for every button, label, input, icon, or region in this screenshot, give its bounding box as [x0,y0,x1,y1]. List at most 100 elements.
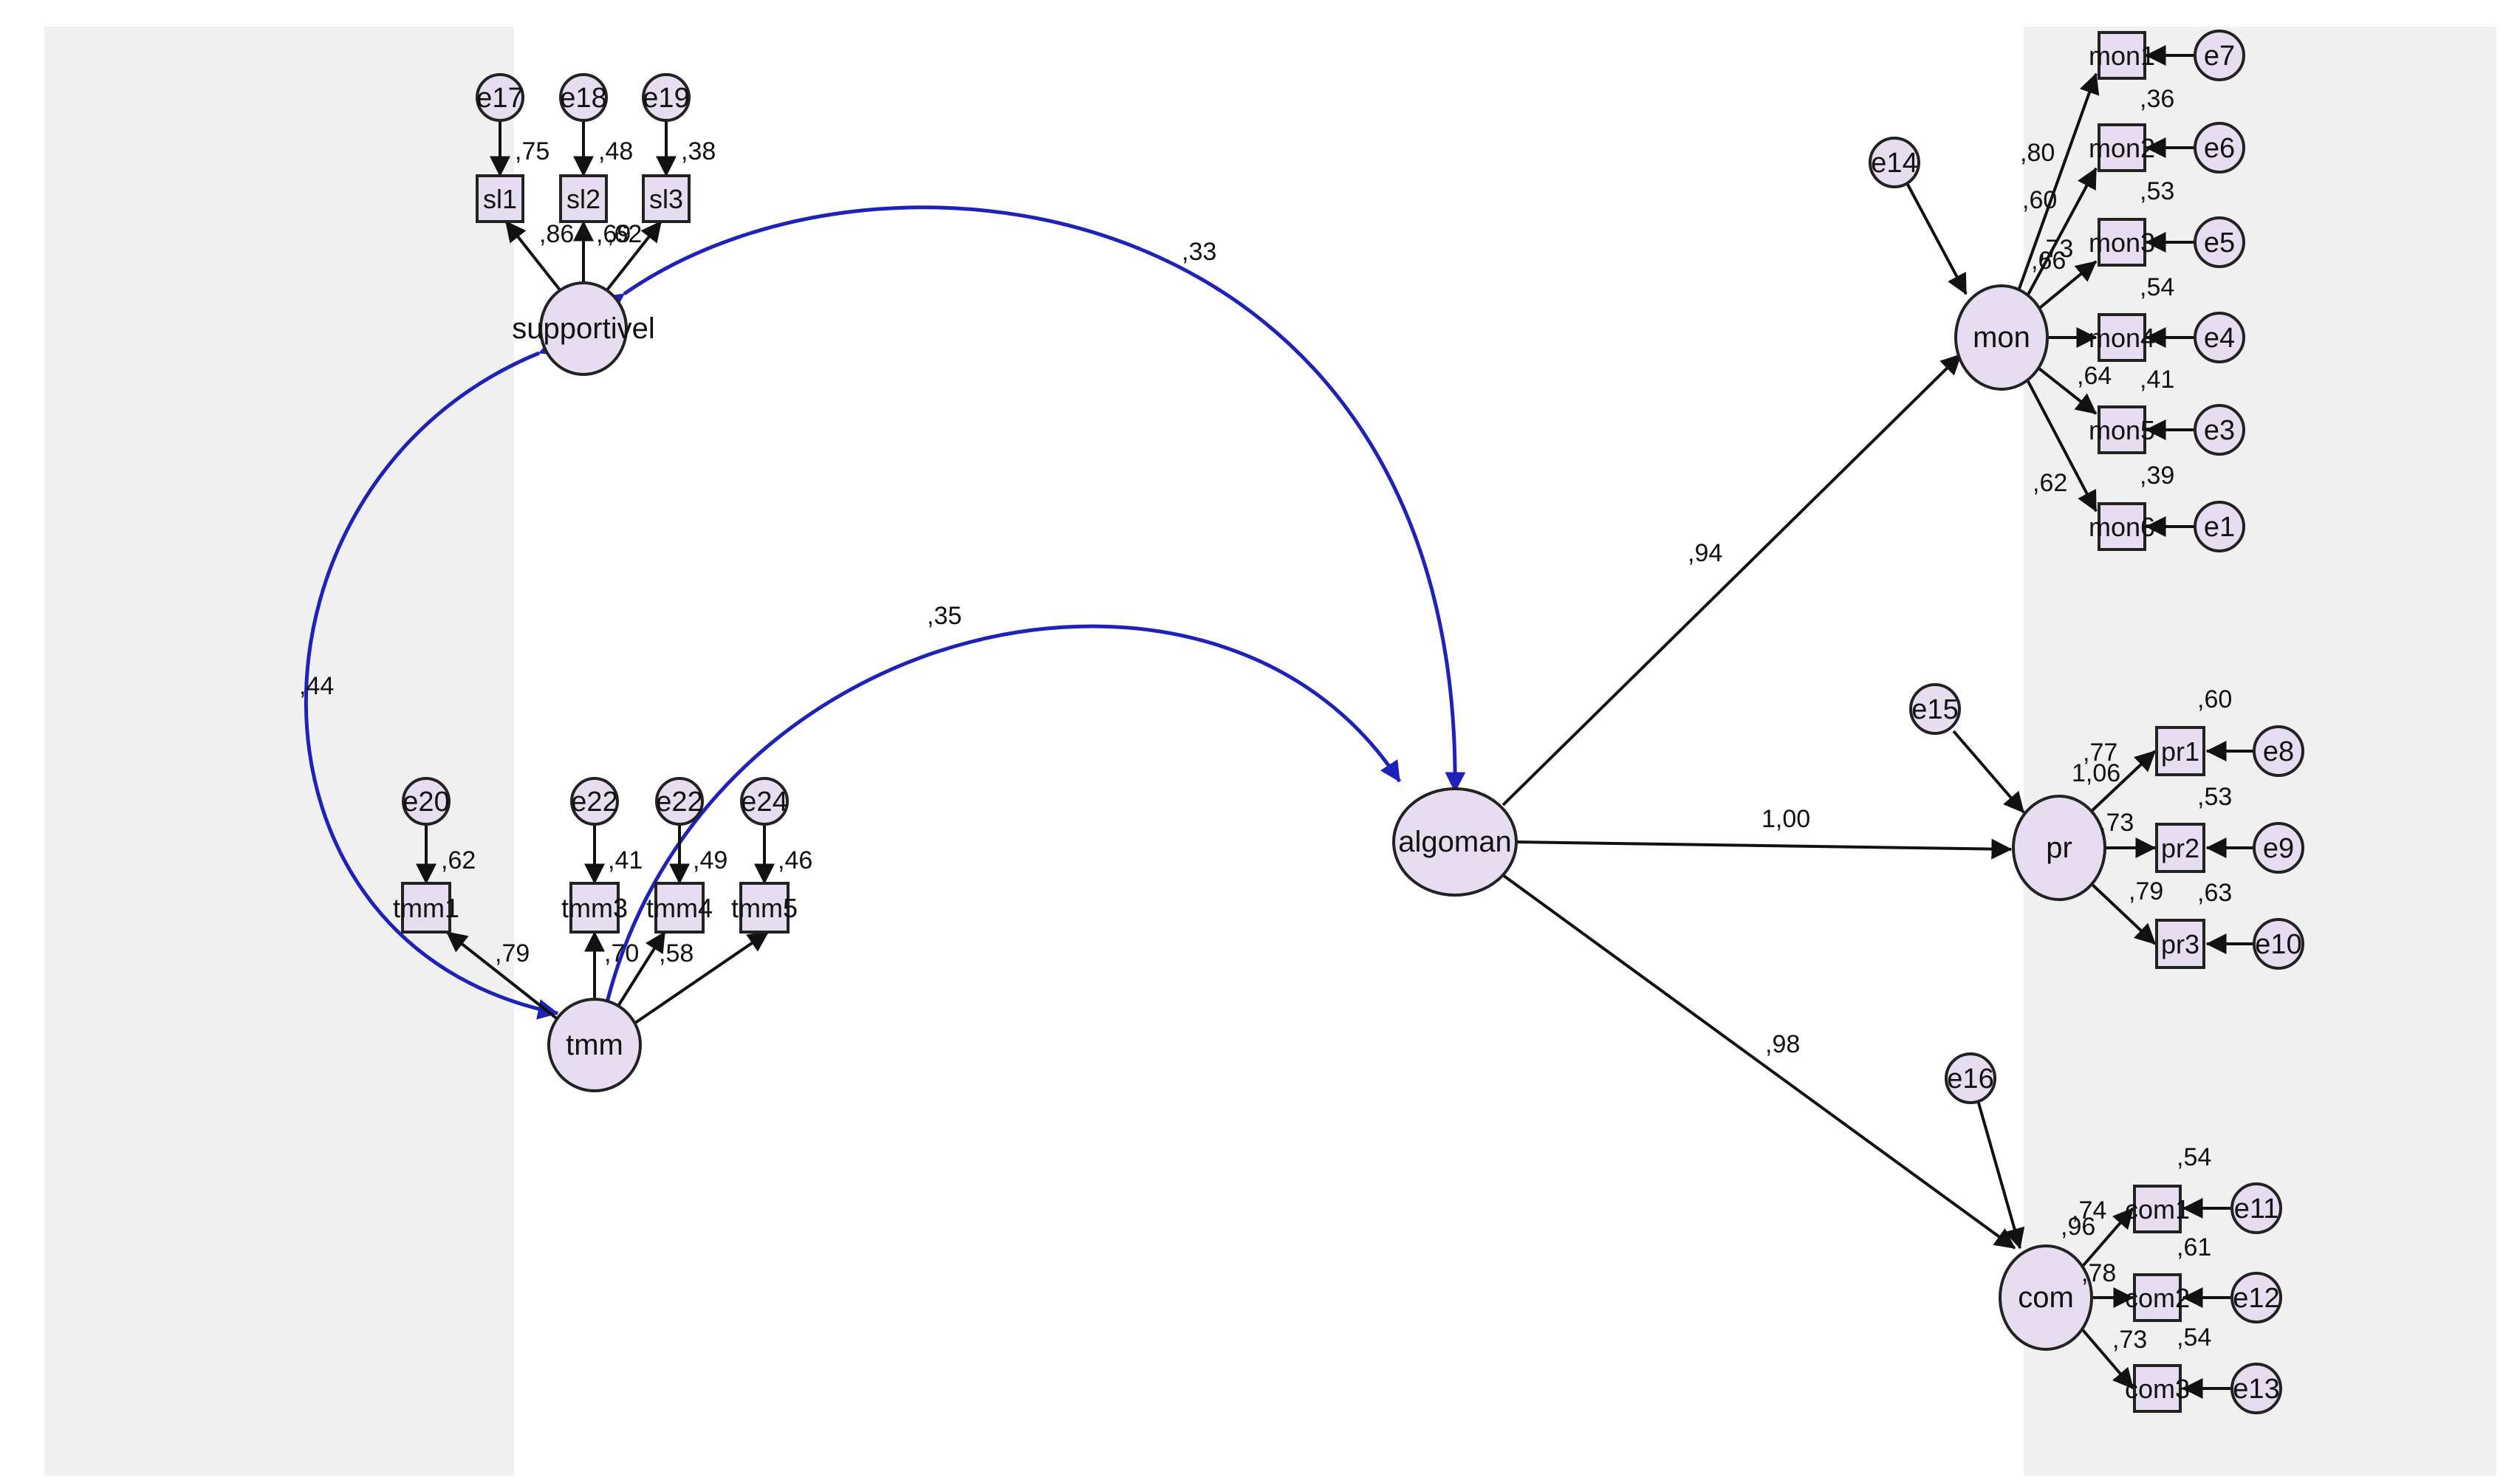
loading-label-mon6: ,62 [2033,469,2067,497]
error-e19[interactable]: e19 [642,73,691,122]
error-e22-label: e22 [571,787,617,818]
loading-mon-mon2 [2022,167,2098,304]
r2-label-sl1: ,75 [515,137,549,165]
latent-algoman[interactable]: algoman [1392,787,1518,897]
r2-label-tmm3: ,41 [608,846,643,874]
error-e24-shape [740,777,789,826]
loading-label-mon5: ,64 [2077,362,2112,390]
indicator-mon4-label: mon4 [2089,323,2155,353]
error-e13[interactable]: e13 [2230,1363,2282,1414]
indicator-mon4[interactable]: mon4 [2089,313,2155,362]
path-label-algoman-com: ,98 [1765,1030,1800,1058]
indicator-com3-box [2133,1364,2182,1413]
loading-label-tmm1: ,79 [495,939,530,967]
indicator-com1[interactable]: com1 [2125,1185,2190,1233]
indicator-tmm4[interactable]: tmm4 [646,882,713,934]
loading-com-com1 [2078,1207,2134,1272]
r2-label-sl3: ,38 [681,137,716,165]
left-panel-background [44,27,514,1476]
indicator-com2[interactable]: com2 [2125,1273,2190,1322]
covariance-label-tmm-algoman: ,35 [927,602,962,630]
error-e23-label: e22 [656,787,702,818]
indicator-pr3[interactable]: pr3 [2155,919,2205,969]
r2-label-sl2: ,48 [598,137,633,165]
path-label-algoman-mon: ,94 [1688,539,1722,567]
indicator-tmm5[interactable]: tmm5 [731,882,798,934]
indicator-tmm5-box [739,882,790,934]
error-e18-shape [559,73,608,122]
indicator-mon1-label: mon1 [2089,41,2155,71]
error-e15-shape [1909,683,1961,735]
loading-label-tmm3: ,70 [604,939,639,967]
loading-mon-mon6 [2022,372,2098,513]
indicator-pr1[interactable]: pr1 [2155,726,2205,776]
error-e22[interactable]: e22 [570,777,619,826]
error-e9[interactable]: e9 [2253,822,2304,874]
error-e15[interactable]: e15 [1909,683,1961,735]
error-e4-label: e4 [2204,323,2235,354]
error-e6[interactable]: e6 [2194,122,2245,174]
indicator-mon1[interactable]: mon1 [2089,31,2155,80]
r2-label-com3: ,54 [2177,1323,2211,1352]
error-e9-shape [2253,822,2304,874]
indicator-tmm3[interactable]: tmm3 [561,882,628,934]
error-e24[interactable]: e24 [740,777,789,826]
loading-label-sl3: ,62 [607,220,642,248]
error-e20[interactable]: e20 [402,777,451,826]
indicator-sl1[interactable]: sl1 [476,174,524,223]
loading-label-com3: ,73 [2112,1326,2147,1354]
latent-supportivel[interactable]: supportivel [512,281,655,376]
error-e8[interactable]: e8 [2253,725,2304,777]
error-e10-shape [2253,918,2304,970]
indicator-layer: sl1 sl2 sl3 tmm1 tmm3 tmm4 tmm5 mon1 [393,31,2205,1413]
path-algoman-mon[interactable] [1502,353,1962,806]
error-e7[interactable]: e7 [2194,30,2245,81]
indicator-mon6[interactable]: mon6 [2089,502,2155,551]
error-e14[interactable]: e14 [1869,137,1920,188]
latent-com[interactable]: com [1999,1244,2093,1351]
error-e1-shape [2194,501,2245,552]
error-e5[interactable]: e5 [2194,216,2245,268]
error-e16[interactable]: e16 [1945,1052,1996,1104]
indicator-sl3[interactable]: sl3 [642,174,691,223]
loading-label-mon3b: ,66 [2031,247,2066,275]
loading-mon-mon3 [2031,260,2098,315]
error-e17[interactable]: e17 [476,73,524,122]
loading-label-tmm4: ,58 [659,939,694,967]
indicator-mon5[interactable]: mon5 [2089,405,2155,454]
indicator-com1-label: com1 [2125,1194,2190,1225]
indicator-mon3[interactable]: mon3 [2089,218,2155,267]
indicator-sl1-label: sl1 [483,184,517,214]
indicator-com3[interactable]: com3 [2125,1364,2190,1413]
indicator-pr1-label: pr1 [2161,736,2199,767]
latent-supportivel-shape [539,281,628,376]
error-e1-label: e1 [2204,512,2235,543]
latent-tmm-shape [547,998,642,1092]
error-e18[interactable]: e18 [559,73,608,122]
covariance-supportivel-algoman[interactable] [602,205,1466,793]
covariance-tmm-algoman[interactable] [591,624,1402,1030]
error-e23[interactable]: e22 [655,777,704,826]
error-e1[interactable]: e1 [2194,501,2245,552]
latent-mon[interactable]: mon [1954,284,2049,391]
error-e16-label: e16 [1947,1064,1993,1095]
path-algoman-pr[interactable] [1514,838,2013,860]
latent-tmm[interactable]: tmm [547,998,642,1092]
r2-label-tmm1: ,62 [441,846,476,874]
indicator-mon2[interactable]: mon2 [2089,123,2155,172]
covariance-supportivel-tmm[interactable] [304,335,561,1020]
error-e20-shape [402,777,451,826]
error-e16-com [1976,1100,2025,1250]
error-e12[interactable]: e12 [2230,1272,2282,1323]
error-e4[interactable]: e4 [2194,312,2245,363]
indicator-tmm1[interactable]: tmm1 [393,882,459,934]
error-e10[interactable]: e10 [2253,918,2304,970]
path-algoman-com[interactable] [1502,874,2016,1250]
error-e10-label: e10 [2255,929,2301,960]
indicator-pr2[interactable]: pr2 [2155,823,2205,873]
coefficient-label-layer: ,94 1,00 ,98 ,33 ,35 ,44 ,86 ,69 ,62 ,79… [299,85,2232,1354]
latent-pr[interactable]: pr [2012,795,2106,901]
indicator-sl2[interactable]: sl2 [559,174,608,223]
error-e3[interactable]: e3 [2194,404,2245,456]
error-e11[interactable]: e11 [2230,1182,2282,1234]
